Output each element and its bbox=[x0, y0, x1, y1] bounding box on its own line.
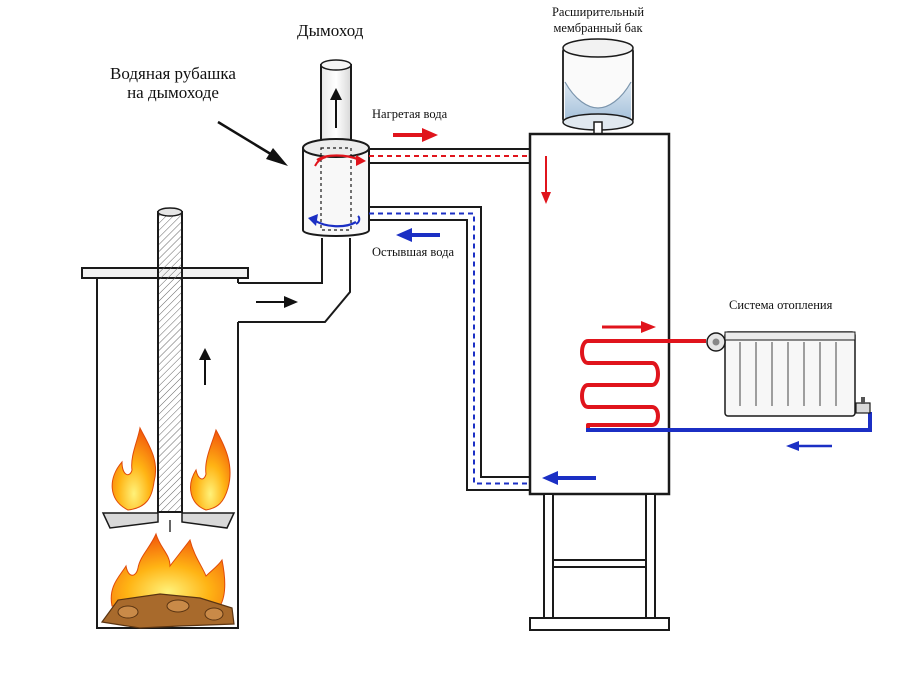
flue-pipe bbox=[238, 238, 351, 323]
arrow-icon bbox=[786, 441, 832, 451]
radiator-icon bbox=[724, 331, 856, 417]
water-jacket-label-line2: на дымоходе bbox=[127, 83, 219, 102]
arrow-icon bbox=[541, 156, 551, 204]
cold-water-pipe bbox=[369, 206, 530, 491]
heating-system-label: Система отопления bbox=[729, 298, 833, 312]
arrow-icon bbox=[199, 348, 211, 385]
arrow-icon bbox=[330, 88, 342, 128]
arrow-icon bbox=[542, 471, 596, 485]
hot-water-pipe bbox=[369, 128, 530, 164]
heat-accumulator-tank bbox=[528, 132, 872, 631]
heating-coil bbox=[580, 339, 706, 428]
stove-tray-right bbox=[181, 512, 236, 529]
expansion-tank-label: Расширительный мембранный бак bbox=[538, 4, 658, 36]
valve-icon bbox=[706, 332, 726, 352]
valve-icon bbox=[855, 397, 871, 414]
stove-inner-pipe bbox=[157, 211, 183, 513]
stove bbox=[81, 207, 249, 629]
cooled-water-label: Остывшая вода bbox=[372, 245, 455, 259]
stove-inner-pipe-top bbox=[157, 207, 183, 217]
arrow-icon bbox=[256, 296, 298, 308]
flame-icon bbox=[110, 532, 226, 607]
heated-water-label: Нагретая вода bbox=[372, 107, 448, 121]
firewood bbox=[100, 593, 235, 629]
water-jacket-label-line1: Водяная рубашка bbox=[110, 64, 236, 83]
expansion-tank-label-line2: мембранный бак bbox=[553, 21, 643, 35]
stove-tray-left bbox=[101, 512, 159, 529]
water-jacket-label: Водяная рубашка на дымоходе bbox=[98, 64, 248, 102]
chimney-label: Дымоход bbox=[297, 21, 364, 40]
water-jacket bbox=[302, 138, 370, 237]
expansion-tank-label-line1: Расширительный bbox=[551, 5, 645, 19]
arrow-icon bbox=[602, 321, 656, 333]
stove-body bbox=[96, 278, 239, 629]
arrow-icon bbox=[217, 120, 288, 166]
arrow-icon bbox=[396, 228, 440, 242]
chimney bbox=[320, 59, 352, 146]
arrow-icon bbox=[313, 219, 357, 228]
arrow-icon bbox=[393, 128, 438, 142]
expansion-tank bbox=[562, 38, 634, 135]
flame-icon bbox=[111, 426, 156, 511]
flame-icon bbox=[190, 428, 231, 511]
